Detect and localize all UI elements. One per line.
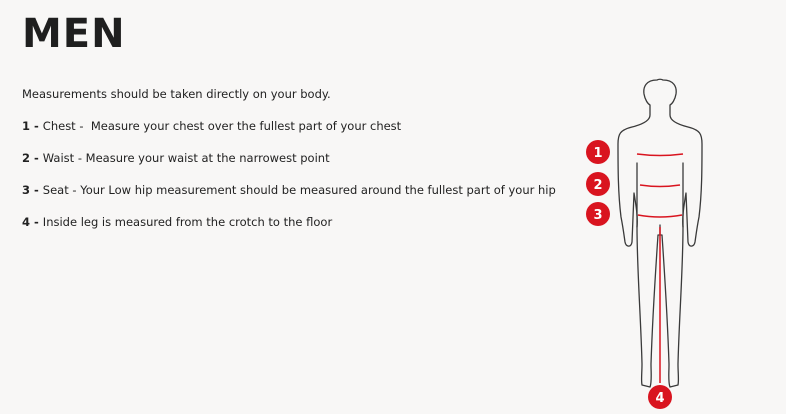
marker-3: 3 [586, 202, 610, 226]
seat-line [637, 214, 683, 218]
intro-text: Measurements should be taken directly on… [22, 87, 331, 101]
step-description: Measure your waist at the narrowest poin… [85, 151, 330, 165]
measurement-lines [636, 153, 684, 383]
body-measurement-figure: 1 2 3 4 [586, 78, 703, 409]
svg-text:4: 4 [655, 391, 664, 406]
step-waist: 2 - Waist - Measure your waist at the na… [22, 151, 330, 165]
step-label: Waist [42, 151, 75, 165]
step-number: 4 - [22, 215, 43, 229]
step-label: Seat [42, 183, 69, 197]
bottom-divider [0, 414, 786, 418]
step-number: 3 - [22, 183, 43, 197]
step-description: Inside leg is measured from the crotch t… [42, 215, 333, 229]
svg-text:1: 1 [593, 146, 602, 161]
step-number: 2 - [22, 151, 43, 165]
step-description: Your Low hip measurement should be measu… [80, 183, 556, 197]
chest-line [636, 153, 684, 157]
marker-4: 4 [648, 385, 672, 409]
step-number: 1 - [22, 119, 43, 133]
step-description: Measure your chest over the fullest part… [90, 119, 402, 133]
waist-line [639, 184, 681, 188]
step-seat: 3 - Seat - Your Low hip measurement shou… [22, 183, 556, 197]
marker-1: 1 [586, 140, 610, 164]
svg-text:3: 3 [593, 208, 602, 223]
step-chest: 1 - Chest - Measure your chest over the … [22, 119, 402, 133]
svg-text:2: 2 [593, 178, 602, 193]
page-title: MEN [22, 11, 126, 57]
step-inside-leg: 4 - Inside leg is measured from the crot… [22, 214, 332, 230]
marker-2: 2 [586, 172, 610, 196]
step-label: Chest [42, 119, 76, 133]
